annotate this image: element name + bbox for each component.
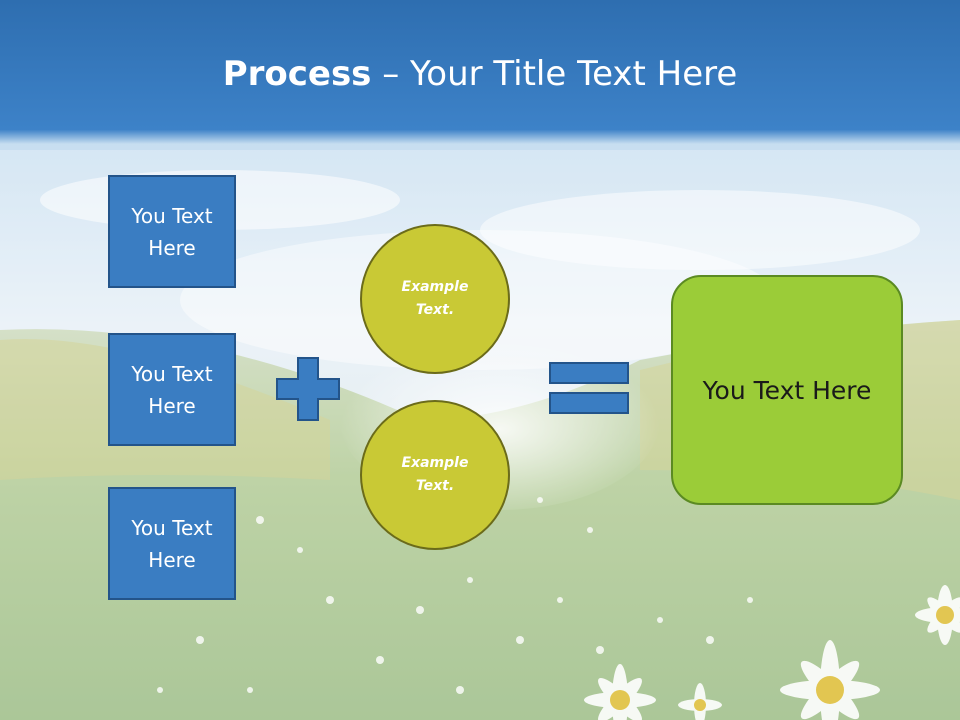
example-circle-2: Example Text. <box>360 400 510 550</box>
input-box-3: You Text Here <box>108 487 236 600</box>
input-box-2: You Text Here <box>108 333 236 446</box>
equals-icon <box>549 362 629 414</box>
title-rest: – Your Title Text Here <box>371 54 738 94</box>
example-circle-1: Example Text. <box>360 224 510 374</box>
plus-icon <box>276 357 340 421</box>
slide-title: Process – Your Title Text Here <box>0 52 960 96</box>
title-bold: Process <box>222 54 372 94</box>
result-box: You Text Here <box>671 275 903 505</box>
input-box-1: You Text Here <box>108 175 236 288</box>
